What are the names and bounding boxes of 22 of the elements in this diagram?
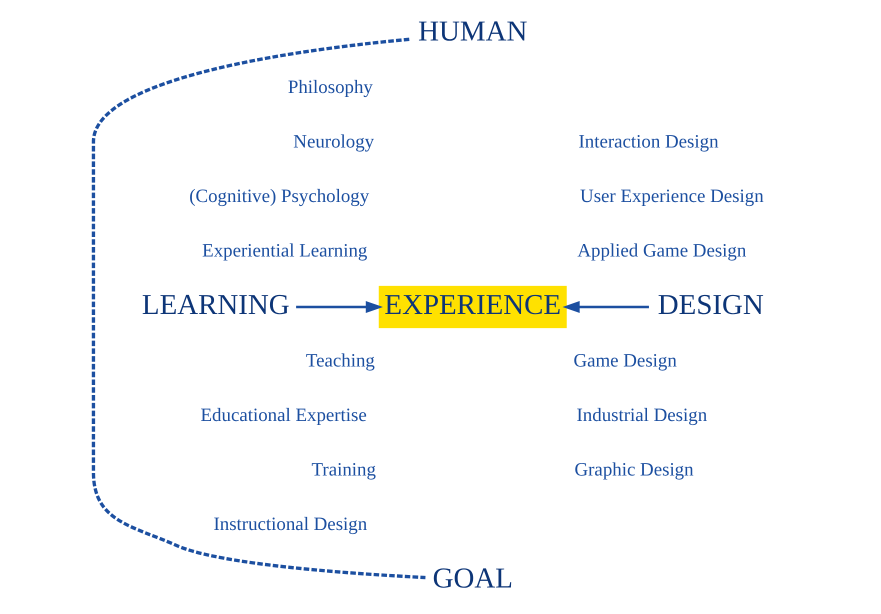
label: Philosophy	[288, 76, 373, 98]
node-box: EXPERIENCE	[378, 286, 567, 328]
label: Teaching	[306, 350, 375, 372]
label: Neurology	[293, 131, 374, 152]
label: Instructional Design	[213, 514, 368, 536]
node-text: DESIGN	[658, 289, 764, 322]
label: Graphic Design	[574, 460, 694, 481]
node-text: GOAL	[432, 562, 513, 595]
label: Experiential Learning	[202, 240, 368, 262]
label: (Cognitive) Psychology	[189, 186, 370, 207]
label: Applied Game Design	[577, 240, 746, 262]
arrow	[296, 301, 383, 313]
label: User Experience Design	[580, 186, 764, 207]
label: Educational Expertise	[200, 405, 367, 426]
label: Game Design	[573, 350, 677, 372]
connector	[92, 38, 426, 580]
label: Industrial Design	[576, 405, 708, 426]
node-text: LEARNING	[142, 289, 290, 322]
node-text: HUMAN	[418, 15, 528, 48]
label: Interaction Design	[578, 131, 719, 152]
label: Training	[312, 460, 376, 481]
arrow	[562, 301, 649, 313]
